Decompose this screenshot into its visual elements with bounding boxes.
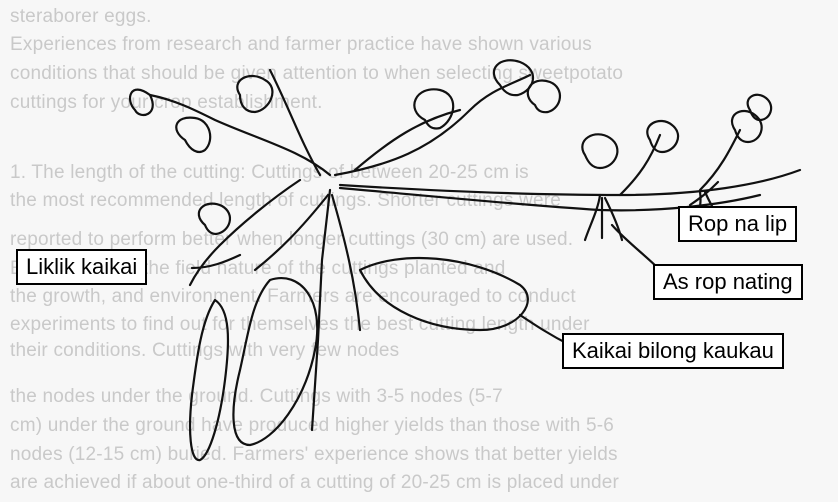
leaf (748, 95, 772, 120)
tuber (360, 258, 528, 330)
leaf (647, 121, 678, 152)
leaf (582, 134, 617, 168)
vine-stem (340, 170, 800, 195)
leaf (237, 76, 272, 112)
vine-stem (150, 95, 330, 175)
vine-stem (190, 180, 300, 285)
leaf (414, 89, 453, 128)
vine-stem (700, 130, 740, 190)
label-kaikai-bilong-kaukau: Kaikai bilong kaukau (562, 333, 784, 369)
root (332, 195, 360, 330)
root (585, 195, 600, 240)
vine-stem (270, 70, 320, 175)
label-liklik-kaikai: Liklik kaikai (16, 249, 147, 285)
vine-stem (355, 110, 460, 170)
leaf (199, 204, 230, 234)
root (255, 195, 328, 270)
vine-stem (620, 135, 660, 195)
label-rop-na-lip: Rop na lip (678, 206, 797, 242)
leaf (176, 118, 210, 152)
tuber (233, 278, 317, 445)
leaf (528, 81, 560, 113)
tuber (190, 300, 228, 460)
pointer-line (192, 255, 240, 268)
label-as-rop-nating: As rop nating (653, 264, 803, 300)
leaf (130, 90, 153, 115)
